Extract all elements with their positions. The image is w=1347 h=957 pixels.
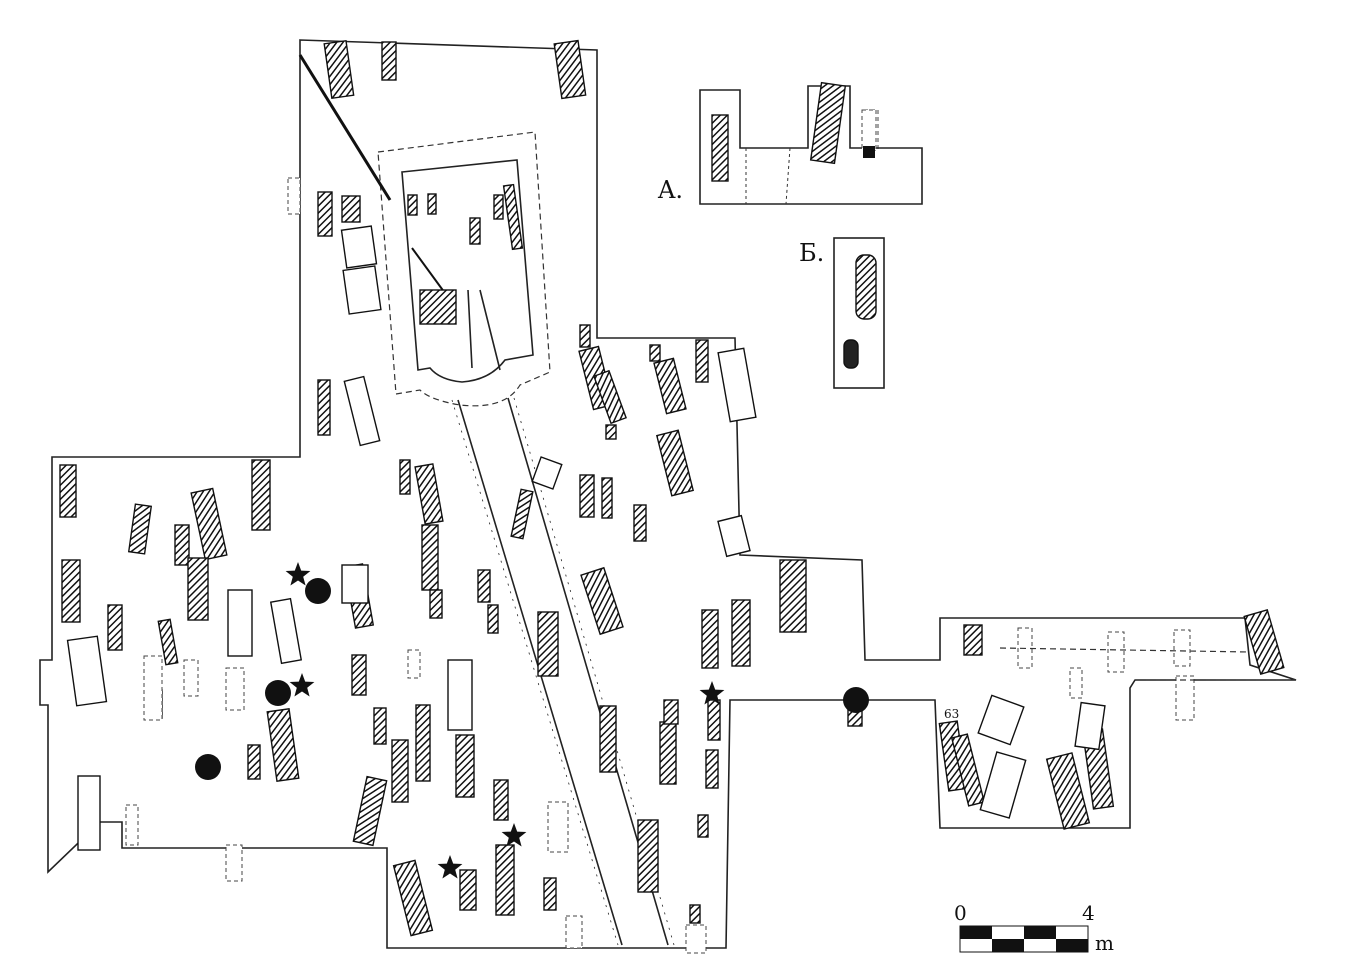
grave-number: 63 — [944, 707, 959, 721]
star-marker — [285, 562, 311, 586]
scale-bar: 0 4 m — [954, 901, 1114, 955]
inset-a: A. — [657, 81, 923, 205]
graves-outlined — [66, 225, 1106, 851]
scale-start-label: 0 — [954, 901, 967, 925]
star-marker — [501, 823, 527, 847]
star-marker — [289, 673, 315, 697]
star-marker — [437, 855, 463, 879]
dot-marker — [195, 754, 221, 780]
wall-line — [298, 54, 392, 201]
dot-marker — [305, 578, 331, 604]
inset-b-label: Б. — [799, 239, 824, 267]
dot-marker — [843, 687, 869, 713]
graves-filled — [59, 39, 1285, 937]
chapel-foundation — [377, 131, 551, 407]
find-markers — [195, 562, 869, 879]
graves-dashed — [125, 109, 1195, 954]
star-marker — [699, 681, 725, 705]
inset-b: Б. — [799, 237, 885, 389]
dot-marker — [265, 680, 291, 706]
scale-unit-label: m — [1095, 931, 1114, 955]
inset-a-label: A. — [657, 176, 683, 204]
excavation-boundary — [39, 39, 1297, 949]
east-trench-edge — [999, 647, 1300, 681]
scale-end-label: 4 — [1082, 901, 1095, 925]
